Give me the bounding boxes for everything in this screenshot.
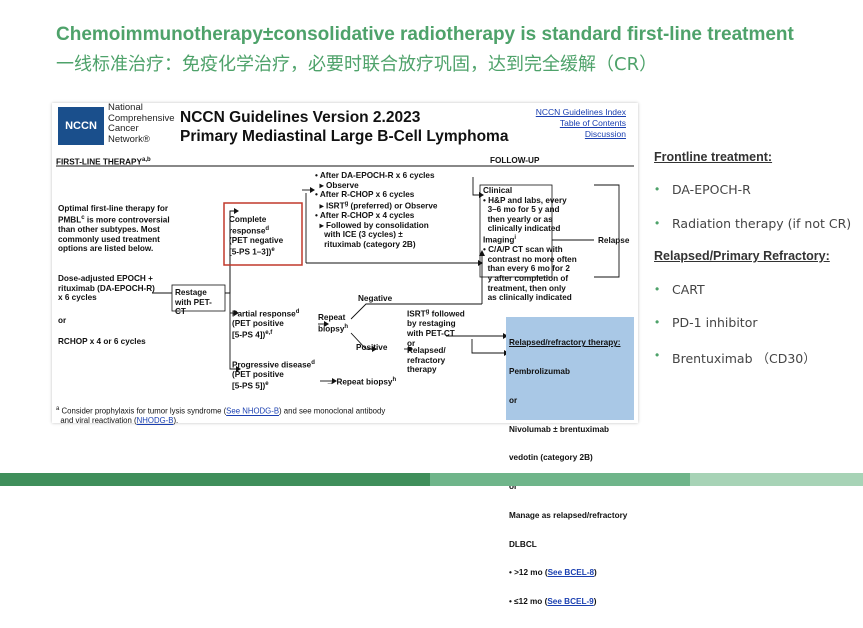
slide-title: Chemoimmunotherapy±consolidative radioth… [56, 24, 794, 45]
first-line-header: FIRST-LINE THERAPYa,b [56, 157, 151, 167]
relapse-label: Relapse [598, 236, 630, 245]
positive-label: Positive [356, 343, 388, 352]
after-cr-options: • After DA-EPOCH-R x 6 cycles ▸ Observe … [315, 171, 438, 249]
follow-up-header: FOLLOW-UP [490, 156, 540, 165]
regimen-or: or [58, 316, 67, 325]
guideline-links: NCCN Guidelines Index Table of Contents … [536, 107, 626, 140]
link-guidelines-index[interactable]: NCCN Guidelines Index [535, 107, 626, 117]
repeat-biopsy-2: → Repeat biopsyh [326, 377, 397, 387]
bottom-accent-bar [0, 473, 863, 486]
regimen-rchop: RCHOP x 4 or 6 cycles [58, 337, 146, 346]
complete-response: Complete responsed (PET negative [5-PS 1… [229, 215, 284, 257]
slide-subtitle: 一线标准治疗：免疫化学治疗，必要时联合放疗巩固，达到完全缓解（CR） [56, 54, 658, 75]
intro-text: Optimal first-line therapy for PMBLc is … [58, 204, 170, 254]
link-table-of-contents[interactable]: Table of Contents [559, 118, 626, 128]
isrt-restage: ISRTg followed by restaging with PET-CT … [407, 309, 465, 348]
partial-response: Partial responsed (PET positive [5-PS 4]… [232, 309, 300, 340]
frontline-heading: Frontline treatment: [654, 150, 773, 164]
bullet-icon: • [655, 182, 660, 196]
follow-up-clinical: Clinical • H&P and labs, every 3–6 mo fo… [483, 186, 577, 303]
footnote: a Consider prophylaxis for tumor lysis s… [56, 406, 386, 426]
bullet-icon: • [655, 216, 660, 230]
link-discussion[interactable]: Discussion [584, 129, 626, 139]
bullet-icon: • [655, 348, 660, 362]
link-bcel-9[interactable]: See BCEL-9 [547, 597, 594, 607]
relapsed-therapy-box: Relapsed/refractory therapy: Pembrolizum… [506, 317, 634, 606]
regimen-text: Dose-adjusted EPOCH + rituximab (DA-EPOC… [58, 274, 155, 303]
guideline-title: NCCN Guidelines Version 2.2023 Primary M… [180, 109, 509, 145]
nccn-guideline-image: NCCN National Comprehensive Cancer Netwo… [52, 102, 638, 606]
nccn-logo-text: National Comprehensive Cancer Network® [108, 102, 175, 145]
complete-response-highlight [223, 202, 303, 266]
progressive-disease: Progressive diseased (PET positive [5-PS… [232, 360, 315, 391]
restage-box: Restage with PET- CT [175, 288, 212, 317]
frontline-item: DA-EPOCH-R [672, 182, 751, 197]
bullet-icon: • [655, 282, 660, 296]
relapsed-item: CART [672, 282, 705, 297]
link-nhodg-b-2[interactable]: NHODG-B [136, 416, 174, 426]
relapsed-heading: Relapsed/refractory therapy: [509, 338, 621, 348]
bullet-icon: • [655, 315, 660, 329]
flowchart-lines [56, 165, 634, 384]
relapsed-refractory-therapy: Relapsed/ refractory therapy [407, 346, 446, 375]
link-nhodg-b-1[interactable]: See NHODG-B [226, 406, 280, 416]
nccn-logo: NCCN [58, 107, 104, 145]
relapsed-heading-right: Relapsed/Primary Refractory: [654, 249, 830, 263]
repeat-biopsy: Repeat biopsyh [318, 313, 349, 334]
negative-label: Negative [358, 294, 393, 303]
relapsed-item: Brentuximab （CD30） [672, 351, 816, 366]
frontline-item: Radiation therapy (if not CR) [672, 216, 852, 231]
link-bcel-8[interactable]: See BCEL-8 [547, 568, 595, 578]
relapsed-item: PD-1 inhibitor [672, 315, 758, 330]
